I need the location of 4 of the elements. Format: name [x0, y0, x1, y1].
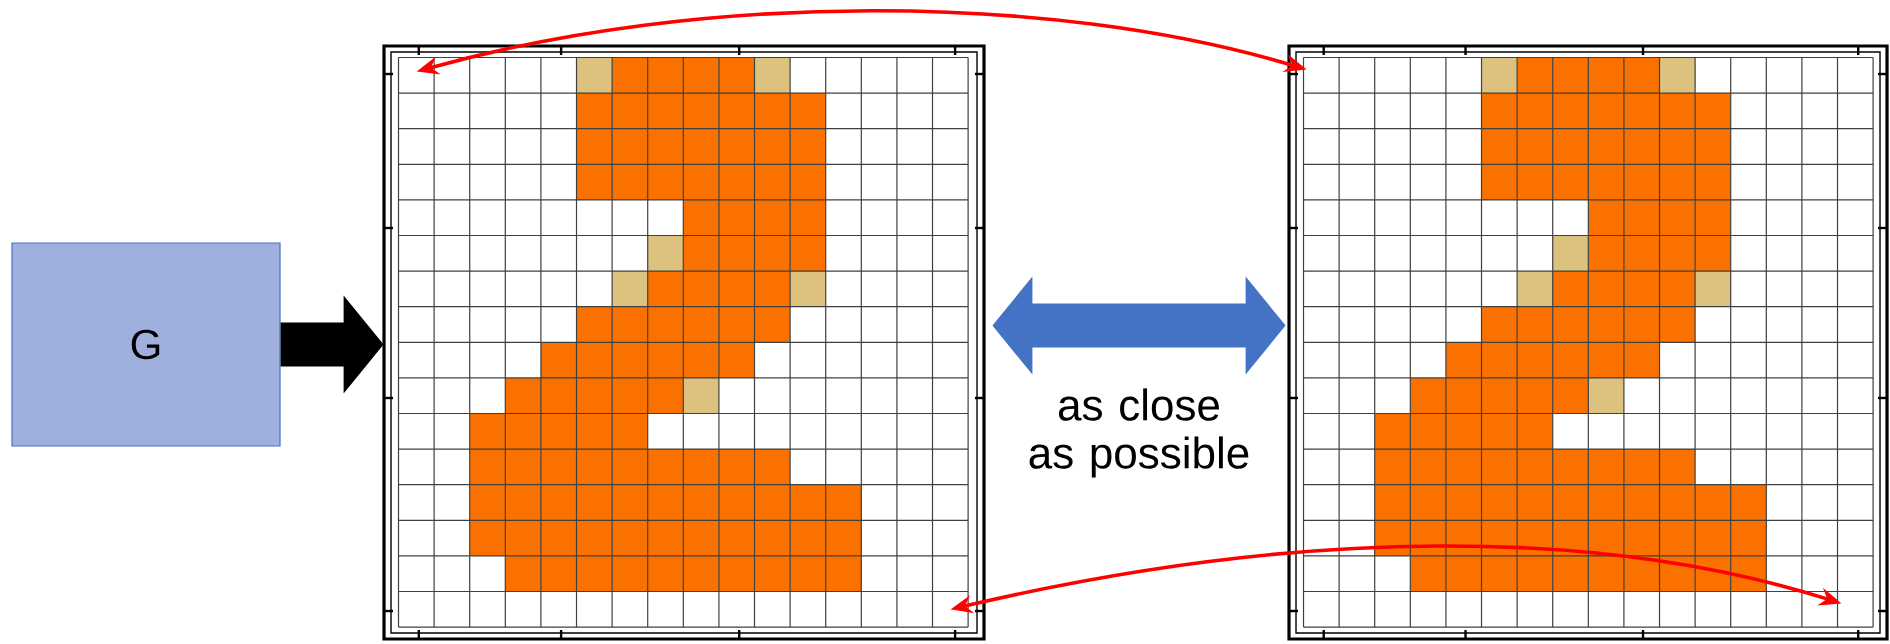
- process-box: G: [11, 242, 281, 447]
- picture: [382, 44, 986, 641]
- edge-label: as close as possible: [1000, 384, 1278, 482]
- picture: [1287, 44, 1889, 641]
